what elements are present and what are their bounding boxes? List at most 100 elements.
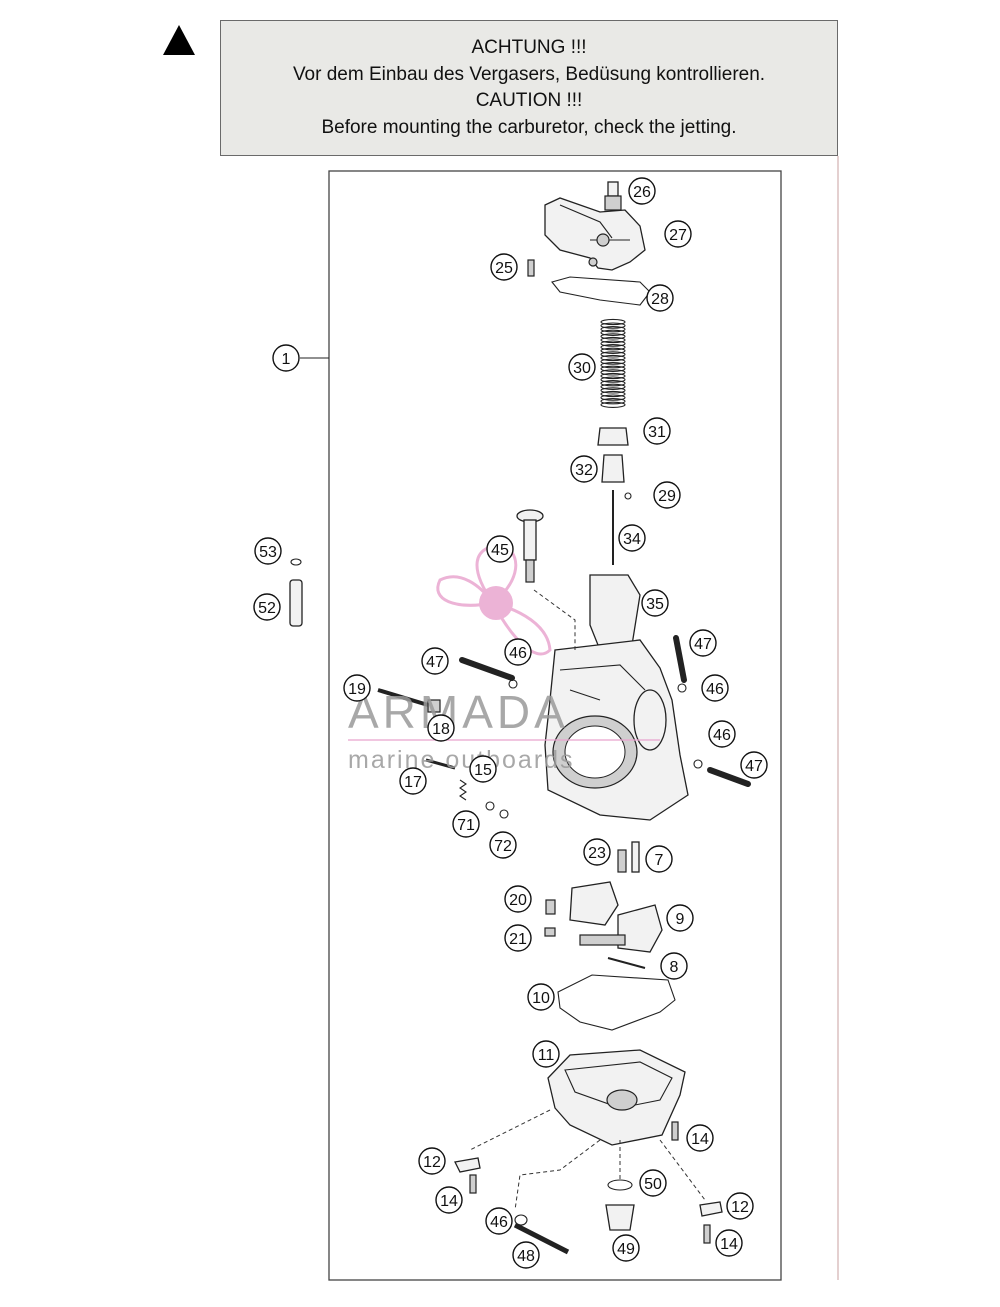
callout-35: 35 (641, 589, 669, 617)
callout-number: 53 (259, 544, 277, 561)
callout-number: 14 (691, 1131, 709, 1148)
callout-circle (469, 755, 497, 783)
callout-number: 18 (432, 721, 450, 738)
spare-tube (289, 579, 303, 627)
callout-11: 11 (532, 1040, 560, 1068)
warning-triangle-icon (163, 25, 195, 55)
callout-number: 27 (669, 227, 687, 244)
callout-8: 8 (660, 952, 688, 980)
callout-number: 25 (495, 260, 513, 277)
callout-circle (490, 253, 518, 281)
callout-number: 47 (426, 654, 444, 671)
callout-49: 49 (612, 1234, 640, 1262)
callout-10: 10 (527, 983, 555, 1011)
callout-number: 35 (646, 596, 664, 613)
callout-number: 20 (509, 892, 527, 909)
o-ring-right (693, 759, 703, 769)
dashed-leader (659, 1139, 706, 1201)
o-ring-spare (290, 558, 302, 566)
callout-circle (427, 714, 455, 742)
callout-circle (485, 1207, 513, 1235)
callout-circle (686, 1124, 714, 1152)
callout-20: 20 (504, 885, 532, 913)
vent-fitting-top (673, 635, 687, 683)
callout-circle (643, 417, 671, 445)
callout-14c: 14 (715, 1229, 743, 1257)
callout-circle (254, 537, 282, 565)
small-o-ring (499, 809, 509, 819)
callout-circle (421, 647, 449, 675)
callout-circle (701, 674, 729, 702)
caution-notice: ACHTUNG !!! Vor dem Einbau des Vergasers… (220, 20, 838, 156)
callout-circle (645, 845, 673, 873)
callout-circle (253, 593, 281, 621)
callout-29: 29 (653, 481, 681, 509)
caution-line-en-text: Before mounting the carburetor, check th… (321, 116, 737, 138)
callout-number: 23 (588, 845, 606, 862)
callout-14b: 14 (435, 1186, 463, 1214)
callout-circle (628, 177, 656, 205)
callout-12a: 12 (418, 1147, 446, 1175)
callout-26: 26 (628, 177, 656, 205)
callout-72: 72 (489, 831, 517, 859)
callout-number: 10 (532, 990, 550, 1007)
callout-number: 48 (517, 1248, 535, 1265)
callout-circle (504, 638, 532, 666)
callout-circle (570, 455, 598, 483)
main-jet (617, 849, 627, 873)
callout-46a: 46 (504, 638, 532, 666)
o-ring-bottom (514, 1214, 528, 1226)
spring-seat (597, 427, 629, 446)
float (569, 881, 663, 953)
needle-clip (624, 492, 632, 500)
callout-number: 1 (282, 351, 291, 368)
callout-27: 27 (664, 220, 692, 248)
callout-25: 25 (490, 253, 518, 281)
callout-circle (512, 1241, 540, 1269)
carburetor-body (544, 639, 689, 821)
callout-circle (435, 1186, 463, 1214)
callout-circle (726, 1192, 754, 1220)
watermark-brand: ARMADA (348, 686, 569, 738)
callout-number: 49 (617, 1241, 635, 1258)
callout-circle (660, 952, 688, 980)
callout-23: 23 (583, 838, 611, 866)
callout-circle (618, 524, 646, 552)
caution-line-de-text: Vor dem Einbau des Vergasers, Bedüsung k… (292, 63, 766, 85)
callout-number: 19 (348, 681, 366, 698)
dashed-leader (533, 589, 576, 650)
callout-19: 19 (343, 674, 371, 702)
callout-47a: 47 (421, 647, 449, 675)
callout-52: 52 (253, 593, 281, 621)
callout-47b: 47 (689, 629, 717, 657)
washer (485, 801, 495, 811)
callout-circle (641, 589, 669, 617)
callout-number: 11 (538, 1047, 555, 1064)
callout-number: 46 (490, 1214, 508, 1231)
vent-fitting-left (459, 657, 515, 681)
callout-48: 48 (512, 1241, 540, 1269)
callout-14a: 14 (686, 1124, 714, 1152)
dashed-leader (469, 1109, 551, 1151)
callout-number: 46 (713, 727, 731, 744)
needle-clip-small (544, 927, 556, 937)
callout-15: 15 (469, 755, 497, 783)
callout-7: 7 (645, 845, 673, 873)
callout-number: 52 (258, 600, 276, 617)
callout-71: 71 (452, 810, 480, 838)
callout-circle (612, 1234, 640, 1262)
callout-circle (646, 284, 674, 312)
callout-circle (740, 751, 768, 779)
callout-circle (532, 1040, 560, 1068)
assembly-frame (328, 170, 782, 1281)
float-bowl-gasket (557, 974, 676, 1031)
float-pin (607, 957, 646, 969)
callout-45: 45 (486, 535, 514, 563)
o-ring-left (508, 679, 518, 689)
callout-circle (653, 481, 681, 509)
callout-number: 29 (658, 488, 676, 505)
callout-number: 7 (655, 852, 664, 869)
callout-number: 71 (457, 817, 475, 834)
cover-screw (527, 259, 535, 277)
